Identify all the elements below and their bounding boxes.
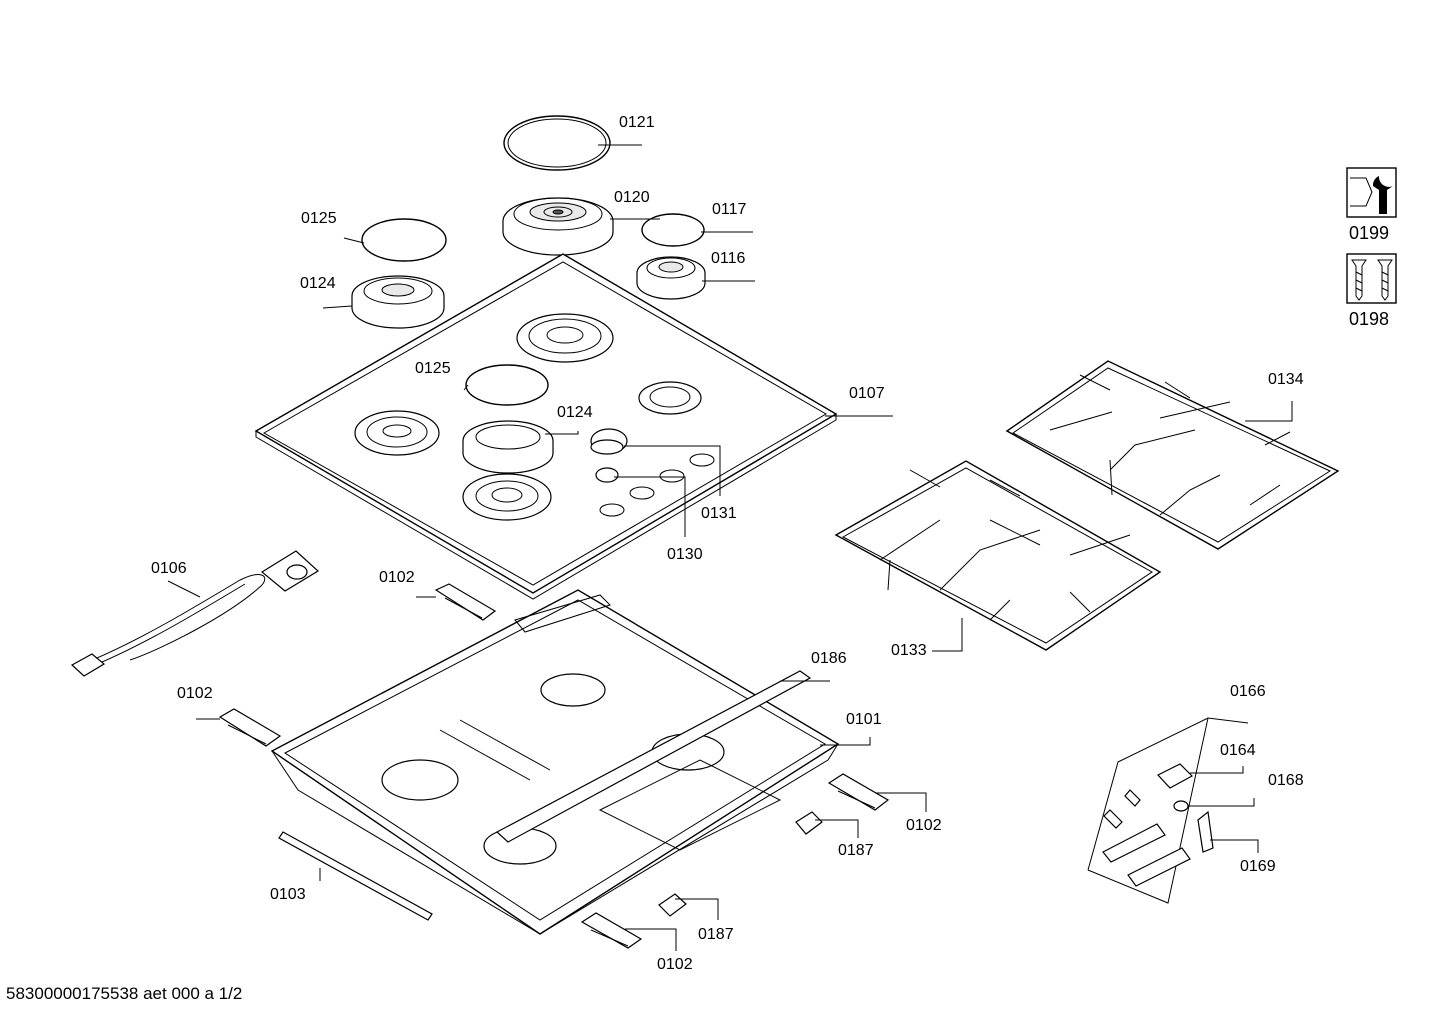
callout-0107: 0107 — [849, 385, 885, 402]
seal-strip-0103 — [278, 831, 433, 921]
wrench-nut-icon — [1346, 167, 1397, 218]
cooktop-plate-0107 — [254, 253, 838, 600]
document-footer: 58300000175538 aet 000 a 1/2 — [6, 984, 243, 1003]
callout-0125-top: 0125 — [301, 210, 337, 227]
callout-0102-c: 0102 — [906, 817, 942, 834]
burner-cap-0121 — [503, 115, 611, 171]
callout-0117: 0117 — [712, 201, 747, 218]
clip-0187-a — [795, 811, 823, 835]
control-knob-0131 — [590, 439, 624, 455]
clip-0187-b — [658, 893, 687, 917]
callout-0133: 0133 — [891, 642, 927, 659]
burner-ring-0120 — [502, 197, 614, 256]
burner-ring-0124-top — [351, 275, 445, 329]
callout-0101: 0101 — [846, 711, 882, 728]
pan-support-0133 — [834, 460, 1162, 651]
screws-icon-label: 0198 — [1349, 309, 1390, 329]
callout-0106: 0106 — [151, 560, 187, 577]
callout-0102-b: 0102 — [177, 685, 213, 702]
callout-0124-mid: 0124 — [557, 404, 593, 421]
callout-0102-d: 0102 — [657, 956, 693, 973]
clip-0102-d — [580, 912, 643, 949]
callout-0164: 0164 — [1220, 742, 1256, 759]
clip-0102-b — [218, 708, 282, 747]
callout-0130: 0130 — [667, 546, 703, 563]
pan-support-0134 — [1005, 360, 1340, 550]
callout-0168: 0168 — [1268, 772, 1304, 789]
callout-0166: 0166 — [1230, 683, 1266, 700]
callout-0187-a: 0187 — [838, 842, 874, 859]
clip-0102-a — [434, 583, 497, 621]
burner-cap-0117 — [641, 213, 705, 247]
leader-lines — [167, 144, 1293, 951]
callout-0102-a: 0102 — [379, 569, 415, 586]
rail-0186 — [495, 670, 812, 843]
gas-fitting-kit-0166 — [1087, 717, 1249, 904]
callout-0125-mid: 0125 — [415, 360, 451, 377]
screws-icon — [1346, 253, 1397, 304]
tool-icon-label: 0199 — [1349, 223, 1390, 243]
callout-0134: 0134 — [1268, 371, 1304, 388]
burner-cap-0125-top — [361, 218, 447, 262]
callout-0131: 0131 — [701, 505, 737, 522]
callout-0124-top: 0124 — [300, 275, 336, 292]
callout-0169: 0169 — [1240, 858, 1276, 875]
callout-0121: 0121 — [619, 114, 655, 131]
base-tray-0101 — [270, 589, 840, 935]
callout-0187-b: 0187 — [698, 926, 734, 943]
callout-0116: 0116 — [711, 250, 746, 267]
callout-0186: 0186 — [811, 650, 847, 667]
power-cord-0106 — [70, 550, 319, 677]
clip-0102-c — [827, 773, 890, 811]
callout-0120: 0120 — [614, 189, 650, 206]
callout-0103: 0103 — [270, 886, 306, 903]
burner-ring-0116 — [636, 256, 706, 300]
